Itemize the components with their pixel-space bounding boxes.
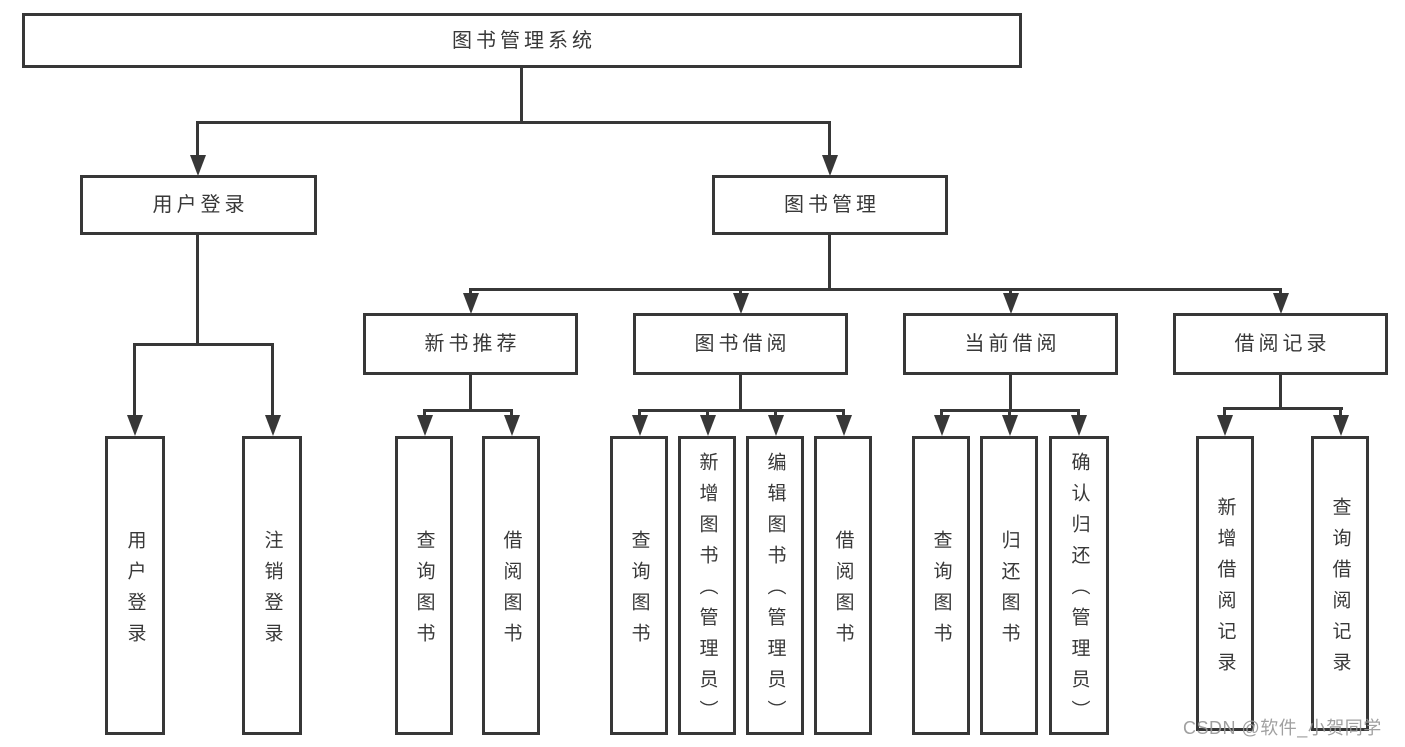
leaf-user-login-label: 用户登录 [124,529,146,654]
leaf-cb-return-books-label: 归还图书 [998,529,1020,654]
connector-book-mgmt-shaft [828,121,831,157]
arrowhead [836,415,852,436]
connector-level2-rail [196,121,831,124]
leaf-bb-add-books-admin-label: 新增图书（管理员） [696,452,718,731]
arrowhead [1071,415,1087,436]
arrowhead [1217,415,1233,436]
connector-user-login-stem [196,235,199,343]
connector-leaf-shaft [706,409,709,417]
arrowhead [632,415,648,436]
connector-level3-shaft [469,288,472,296]
connector-leaf-shaft [133,343,136,416]
connector-level3-shaft [739,288,742,296]
arrowhead [463,293,479,314]
arrowhead [733,293,749,314]
connector-level3-shaft [1009,288,1012,296]
node-borrow-records-label: 借阅记录 [1234,333,1331,355]
leaf-bb-query-books-label: 查询图书 [628,529,650,654]
connector-borrow-records-rail [1223,407,1343,410]
node-book-borrow-label: 图书借阅 [694,333,791,355]
connector-level3-shaft [1279,288,1282,296]
leaf-logout-label: 注销登录 [261,529,283,654]
leaf-rec-query-books-label: 查询图书 [413,529,435,654]
connector-leaf-shaft [774,409,777,417]
node-new-book-rec-label: 新书推荐 [424,333,521,355]
leaf-bb-add-books-admin: 新增图书（管理员） [678,436,736,735]
connector-leaf-shaft [271,343,274,416]
leaf-cb-query-books-label: 查询图书 [930,529,952,654]
arrowhead [190,155,206,176]
leaf-cb-confirm-return-admin-label: 确认归还（管理员） [1068,452,1090,731]
connector-leaf-shaft [1339,407,1342,417]
connector-book-borrow-stem [739,375,742,409]
arrowhead [700,415,716,436]
connector-leaf-shaft [1008,409,1011,417]
connector-leaf-shaft [510,409,513,417]
arrowhead [265,415,281,436]
connector-leaf-shaft [1223,407,1226,417]
leaf-cb-query-books: 查询图书 [912,436,970,735]
connector-leaf-shaft [638,409,641,417]
leaf-user-login: 用户登录 [105,436,165,735]
leaf-bb-edit-books-admin-label: 编辑图书（管理员） [764,452,786,731]
arrowhead [1273,293,1289,314]
arrowhead [934,415,950,436]
arrowhead [822,155,838,176]
leaf-rec-query-books: 查询图书 [395,436,453,735]
node-current-borrow-label: 当前借阅 [964,333,1061,355]
connector-leaf-shaft [940,409,943,417]
node-book-mgmt-label: 图书管理 [784,194,880,216]
leaf-bb-edit-books-admin: 编辑图书（管理员） [746,436,804,735]
node-user-login-label: 用户登录 [152,194,249,216]
connector-new-book-rec-stem [469,375,472,409]
leaf-rec-borrow-books: 借阅图书 [482,436,540,735]
node-new-book-rec: 新书推荐 [363,313,578,375]
leaf-cb-confirm-return-admin: 确认归还（管理员） [1049,436,1109,735]
leaf-bb-borrow-books-label: 借阅图书 [832,529,854,654]
connector-book-mgmt-stem [828,235,831,288]
connector-user-login-rail [133,343,274,346]
arrowhead [1003,293,1019,314]
node-user-login: 用户登录 [80,175,317,235]
connector-root-stem [520,68,523,121]
connector-leaf-shaft [1077,409,1080,417]
leaf-rec-borrow-books-label: 借阅图书 [500,529,522,654]
connector-new-book-rec-rail [423,409,513,412]
arrowhead [504,415,520,436]
leaf-cb-return-books: 归还图书 [980,436,1038,735]
connector-borrow-records-stem [1279,375,1282,407]
node-root: 图书管理系统 [22,13,1022,68]
arrowhead [417,415,433,436]
connector-level3-rail [469,288,1282,291]
connector-user-login-shaft [196,121,199,157]
arrowhead [1002,415,1018,436]
leaf-bb-borrow-books: 借阅图书 [814,436,872,735]
leaf-br-add-record: 新增借阅记录 [1196,436,1254,731]
leaf-br-query-record-label: 查询借阅记录 [1329,496,1351,683]
connector-leaf-shaft [423,409,426,417]
arrowhead [1333,415,1349,436]
node-current-borrow: 当前借阅 [903,313,1118,375]
connector-leaf-shaft [842,409,845,417]
csdn-watermark: CSDN @软件_小贺同学 [1183,718,1382,738]
arrowhead [768,415,784,436]
connector-current-borrow-stem [1009,375,1012,409]
node-borrow-records: 借阅记录 [1173,313,1388,375]
node-root-label: 图书管理系统 [452,29,596,52]
connector-book-borrow-rail [638,409,845,412]
leaf-logout: 注销登录 [242,436,302,735]
arrowhead [127,415,143,436]
leaf-br-add-record-label: 新增借阅记录 [1214,496,1236,683]
leaf-bb-query-books: 查询图书 [610,436,668,735]
node-book-mgmt: 图书管理 [712,175,948,235]
node-book-borrow: 图书借阅 [633,313,848,375]
leaf-br-query-record: 查询借阅记录 [1311,436,1369,731]
